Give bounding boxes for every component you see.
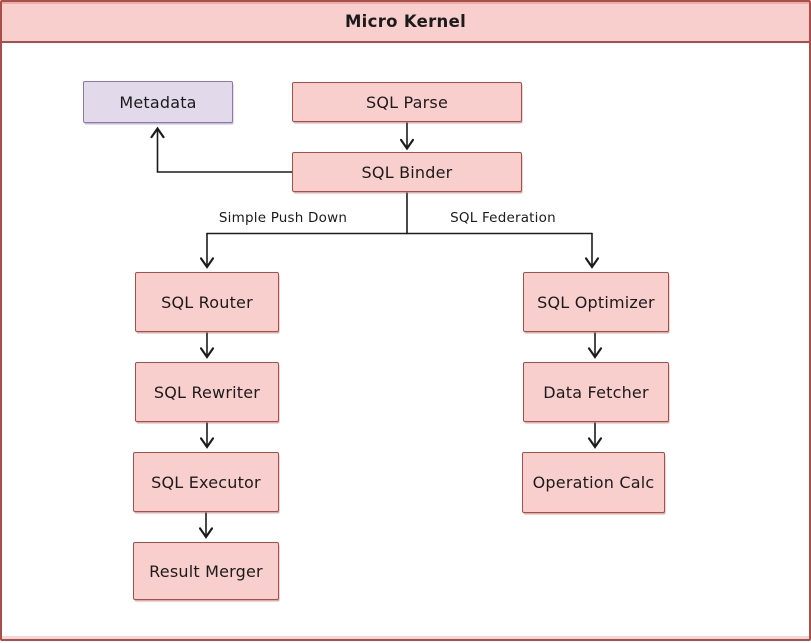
node-sql-router-label: SQL Router — [161, 292, 253, 312]
node-sql-executor-label: SQL Executor — [151, 472, 261, 492]
node-operation-calc: Operation Calc — [522, 452, 665, 513]
edge-label-simple-push-down: Simple Push Down — [215, 210, 351, 226]
node-sql-rewriter: SQL Rewriter — [135, 362, 279, 422]
diagram-title: Micro Kernel — [344, 12, 467, 31]
node-metadata: Metadata — [83, 81, 233, 123]
node-data-fetcher: Data Fetcher — [523, 362, 669, 422]
node-sql-parse: SQL Parse — [292, 82, 522, 122]
node-sql-rewriter-label: SQL Rewriter — [153, 382, 261, 402]
node-sql-parse-label: SQL Parse — [365, 92, 449, 112]
node-sql-binder-label: SQL Binder — [361, 162, 453, 182]
node-result-merger: Result Merger — [133, 542, 279, 600]
node-sql-router: SQL Router — [135, 272, 279, 332]
node-sql-optimizer: SQL Optimizer — [523, 272, 669, 332]
node-sql-optimizer-label: SQL Optimizer — [537, 292, 655, 312]
node-sql-executor: SQL Executor — [133, 452, 279, 512]
node-metadata-label: Metadata — [119, 92, 197, 112]
edge-label-sql-federation: SQL Federation — [447, 210, 559, 226]
node-sql-binder: SQL Binder — [292, 152, 522, 192]
arrow-binder-to-metadata — [150, 126, 293, 173]
node-result-merger-label: Result Merger — [149, 561, 263, 581]
diagram-title-bar: Micro Kernel — [2, 2, 809, 43]
node-data-fetcher-label: Data Fetcher — [543, 382, 649, 402]
node-operation-calc-label: Operation Calc — [532, 473, 655, 492]
